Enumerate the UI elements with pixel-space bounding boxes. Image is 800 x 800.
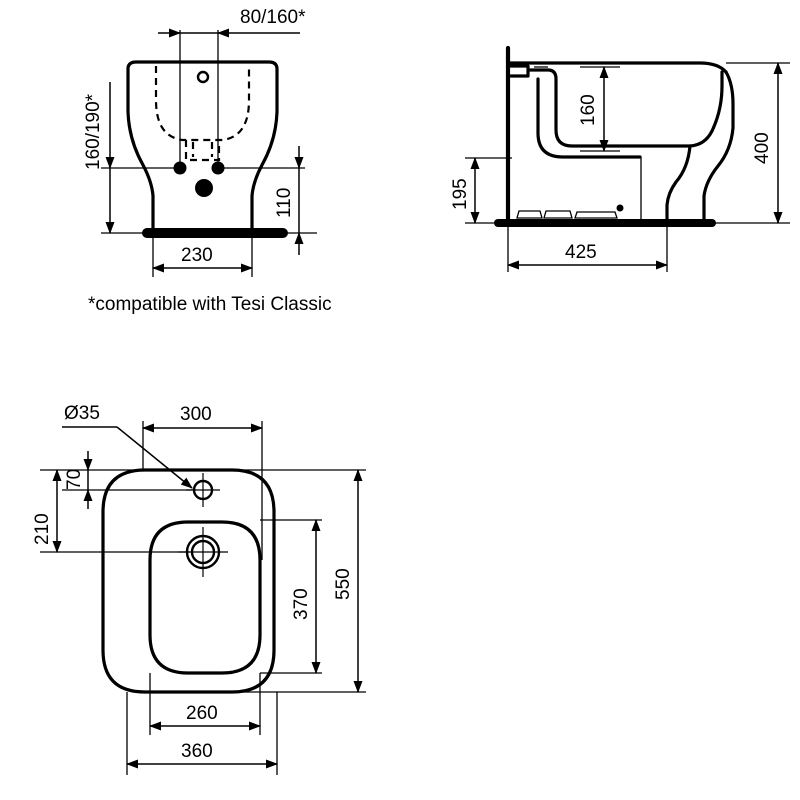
plan-d35-leader-arrow bbox=[116, 426, 193, 489]
front-bowl-hidden-outline bbox=[154, 66, 251, 142]
front-elevation-view: 80/160* 160/190* 110 230 bbox=[83, 7, 317, 277]
side-dim-400-label: 400 bbox=[752, 132, 773, 164]
side-floor-line bbox=[494, 219, 716, 227]
side-dim-160-label: 160 bbox=[578, 94, 599, 126]
side-elevation-view: 160 400 195 425 bbox=[450, 45, 790, 272]
side-floor-detail-3 bbox=[574, 211, 618, 219]
front-body-outline bbox=[126, 60, 279, 234]
side-floor-detail-2 bbox=[543, 210, 573, 219]
side-wall-bracket bbox=[509, 64, 530, 78]
plan-outer-outline bbox=[101, 468, 276, 694]
side-dim-425-label: 425 bbox=[565, 242, 597, 263]
side-pedestal-front-curve bbox=[665, 144, 692, 224]
plan-bowl-outline bbox=[148, 520, 262, 675]
front-dim-110-label: 110 bbox=[274, 188, 295, 218]
front-tap-hole bbox=[196, 70, 210, 84]
plan-dim-70-label: 70 bbox=[64, 469, 85, 490]
plan-dim-550-label: 550 bbox=[333, 568, 354, 600]
front-outlet-hidden-outline bbox=[184, 140, 221, 162]
side-dim-195-label: 195 bbox=[450, 178, 471, 210]
plan-dim-210-label: 210 bbox=[32, 513, 53, 545]
front-base-bar bbox=[142, 228, 288, 238]
plan-dim-260-label: 260 bbox=[186, 703, 218, 724]
plan-dim-360-label: 360 bbox=[181, 741, 213, 762]
front-dim-160-190-label: 160/190* bbox=[83, 93, 104, 170]
side-floor-detail-1 bbox=[516, 210, 543, 219]
compatibility-note: *compatible with Tesi Classic bbox=[88, 294, 332, 315]
front-dim-80-160-label: 80/160* bbox=[240, 7, 306, 28]
front-waste-outlet bbox=[195, 179, 213, 197]
plan-d35-label: Ø35 bbox=[64, 403, 100, 424]
plan-dim-300-label: 300 bbox=[180, 404, 212, 425]
plan-dim-370-label: 370 bbox=[291, 588, 312, 620]
side-body-outline bbox=[702, 70, 735, 224]
side-bowl-lower-lip bbox=[536, 77, 642, 159]
side-rim-top bbox=[506, 61, 728, 74]
side-floor-fixing-dot bbox=[616, 204, 624, 212]
front-dim-230-label: 230 bbox=[181, 245, 213, 266]
side-bowl-inner-profile bbox=[528, 68, 724, 148]
plan-view: Ø35 300 70 210 370 bbox=[32, 403, 366, 775]
